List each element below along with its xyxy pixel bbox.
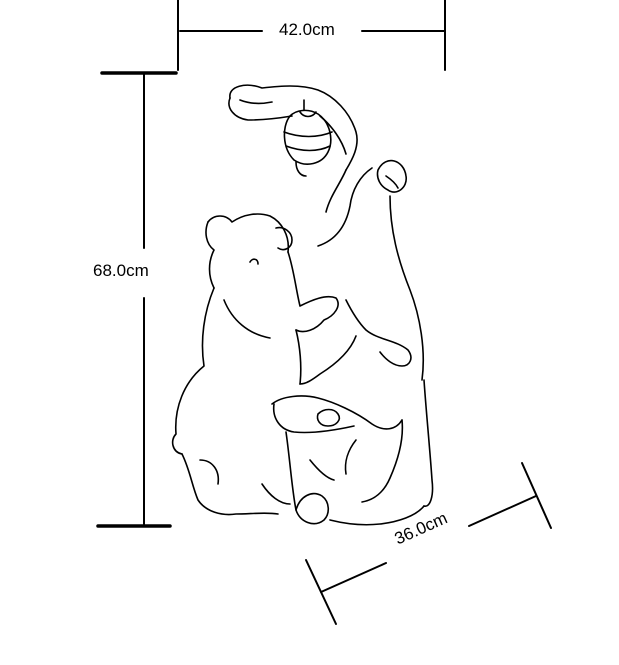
width-dimension-label: 42.0cm xyxy=(276,21,338,38)
height-dimension-label: 68.0cm xyxy=(93,261,149,280)
width-dimension-lines xyxy=(177,0,446,71)
depth-dimension-lines xyxy=(305,462,552,625)
height-dimension-lines xyxy=(96,71,178,528)
bear-honey-fountain-sketch-icon xyxy=(171,84,434,526)
